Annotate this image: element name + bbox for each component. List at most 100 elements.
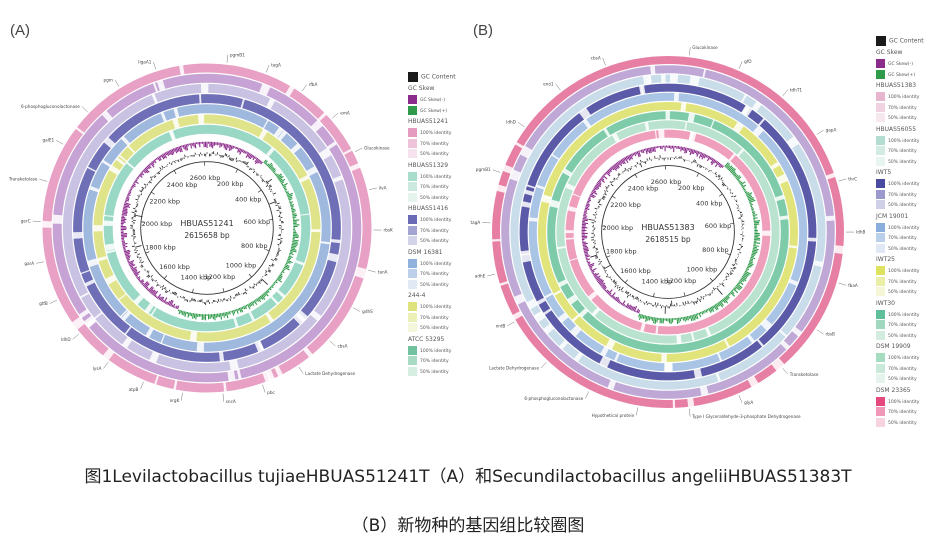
gene-leader — [298, 366, 304, 374]
gene-leader — [103, 361, 109, 369]
gene-leader — [782, 368, 788, 375]
legend-label: 70% identity — [888, 279, 917, 285]
ring-gap — [752, 125, 764, 137]
legend-group-title: GC Skew — [876, 49, 903, 56]
legend-swatch — [408, 149, 417, 158]
legend-swatch — [876, 135, 885, 145]
gene-label: rfbA — [309, 82, 318, 87]
legend-entry: 70% identity — [408, 269, 449, 278]
ring-gap — [543, 308, 552, 316]
gene-leader — [181, 392, 183, 401]
scale-tick — [726, 253, 731, 256]
gene-label: pgm — [103, 77, 112, 82]
legend-entry: GC Skew(+) — [408, 105, 447, 115]
identity-ring-8 — [556, 120, 780, 344]
scale-tick — [624, 279, 629, 283]
legend-label: 70% identity — [420, 228, 449, 234]
legend-entry: 70% identity — [876, 363, 917, 373]
legend-swatch — [876, 353, 885, 362]
gene-leader — [738, 61, 743, 69]
legend-swatch — [876, 92, 885, 101]
ring-gap — [579, 107, 591, 120]
legend-label: GC Skew(-) — [888, 62, 913, 67]
ring-gap — [79, 291, 90, 299]
legend-swatch — [876, 396, 885, 406]
legend-entry: GC Skew(-) — [408, 95, 445, 104]
scale-tick — [257, 189, 262, 193]
gene-label: tanA — [378, 270, 388, 275]
ring-gap — [642, 75, 652, 85]
legend-swatch — [408, 345, 417, 355]
ring-gap — [115, 157, 126, 166]
legend-group-title: HBUAS51416 — [408, 205, 449, 212]
gene-leader — [782, 89, 789, 97]
identity-ring-1 — [42, 63, 372, 393]
scale-tick-label: 1800 kbp — [606, 248, 637, 256]
ring-gap — [52, 214, 63, 224]
legend-group-title: IWT30 — [876, 299, 896, 307]
legend-label: 50% identity — [888, 203, 917, 208]
backbone-circle — [140, 161, 274, 295]
gene-leader — [332, 112, 339, 119]
legend-group-title: 244-4 — [408, 292, 426, 299]
scale-tick — [611, 195, 616, 199]
legend-entry: 50% identity — [408, 236, 449, 245]
legend-label: 100% identity — [888, 182, 920, 187]
legend-swatch — [876, 36, 886, 46]
legend-entry: 70% identity — [408, 312, 449, 322]
legend-label: 70% identity — [888, 192, 917, 198]
ring-gap — [776, 173, 788, 185]
gene-label: gerC — [21, 219, 31, 224]
ring-gap — [354, 266, 367, 279]
ring-gap — [71, 316, 85, 330]
legend-swatch — [876, 320, 885, 329]
legend-swatch — [876, 287, 885, 296]
gene-label: Transketolase — [789, 372, 819, 377]
scale-tick-label: 2200 kbp — [610, 201, 641, 209]
ring-gap — [512, 310, 523, 320]
scale-tick — [192, 288, 194, 293]
ring-gap — [127, 145, 136, 154]
ring-gap — [747, 375, 759, 388]
scale-tick-label: 800 kbp — [241, 242, 268, 250]
ring-gap — [680, 102, 687, 112]
gene-label: tagA — [471, 220, 481, 225]
ring-gap — [559, 340, 569, 350]
ring-gap — [779, 329, 788, 338]
gene-leader — [56, 139, 64, 145]
ring-gap — [607, 379, 617, 390]
legend-swatch — [876, 113, 885, 122]
legend-label: 70% identity — [888, 323, 917, 328]
ring-gap — [544, 292, 553, 299]
ring-gap — [258, 83, 271, 96]
ring-gap — [104, 243, 116, 251]
legend-label: 100% identity — [420, 261, 452, 267]
legend-swatch — [876, 233, 885, 242]
legend-swatch — [876, 374, 885, 383]
ring-gap — [567, 205, 577, 213]
scale-tick — [606, 255, 611, 258]
ring-gap — [299, 174, 310, 183]
gene-label: gfO — [744, 59, 752, 64]
gc-content-track — [130, 151, 284, 306]
gene-leader — [816, 129, 824, 135]
ring-gap — [75, 126, 85, 135]
gene-label: cbsA — [337, 344, 347, 349]
gc-skew-track — [120, 141, 300, 321]
ring-gap — [97, 255, 108, 262]
legend-label: 100% identity — [420, 305, 452, 310]
ring-gap — [349, 163, 361, 172]
gene-leader — [226, 54, 229, 63]
ring-gap — [236, 369, 242, 380]
ring-gap — [728, 153, 736, 162]
gene-label: Transketolase — [8, 177, 38, 182]
gene-label: pgmB1 — [230, 52, 245, 57]
legend-label: 70% identity — [420, 359, 449, 364]
ring-gap — [710, 119, 715, 129]
legend-label: 70% identity — [420, 141, 449, 147]
legend-entry: 70% identity — [408, 356, 449, 365]
scale-tick-label: 1600 kbp — [620, 267, 651, 275]
scale-tick — [683, 292, 686, 297]
legend-swatch — [408, 105, 417, 115]
